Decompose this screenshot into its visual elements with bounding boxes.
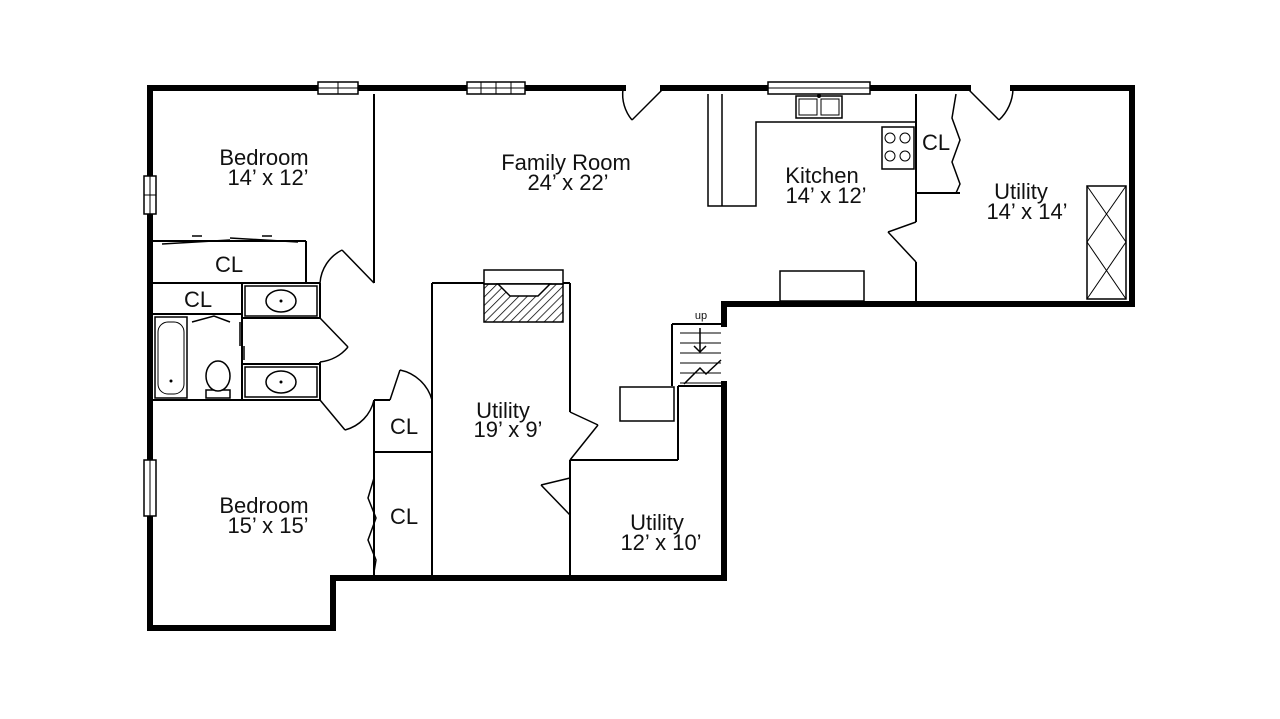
kitchen-counter (707, 94, 916, 207)
closet-bedroom-bottom-label: CL (390, 504, 418, 529)
kitchen-size: 14’ x 12’ (785, 183, 866, 208)
stairs-label: up (695, 310, 707, 322)
fireplace (483, 269, 564, 323)
utility-small-name: Utility (630, 510, 684, 535)
window-left-top (143, 175, 157, 215)
utility-right-size: 14’ x 14’ (986, 199, 1067, 224)
bifold-door-kitchen-closet (951, 93, 961, 194)
closet-bedroom-top-label: CL (215, 252, 243, 277)
family-room-name: Family Room (501, 150, 631, 175)
stairs (680, 328, 722, 385)
vanity-sink-bottom (244, 366, 318, 398)
window-top-left (317, 81, 359, 95)
window-left-bottom (143, 459, 157, 517)
kitchen-name: Kitchen (785, 163, 858, 188)
bathtub (154, 315, 231, 399)
kitchen-sink (795, 94, 843, 119)
door-bedroom-top (319, 249, 375, 284)
closet-kitchen-label: CL (922, 130, 950, 155)
interior-walls (153, 94, 960, 575)
door-utility-small (540, 477, 571, 516)
door-family-exterior (621, 88, 664, 121)
vanity-sink-top (244, 285, 318, 317)
exterior-walls (147, 85, 1135, 631)
door-bath (319, 317, 349, 363)
bedroom-bottom-name: Bedroom (219, 493, 308, 518)
family-room-size: 24’ x 22’ (527, 170, 608, 195)
window-top-family (466, 81, 526, 95)
door-bedroom-bottom (319, 399, 375, 431)
utility-center-name: Utility (476, 398, 530, 423)
toilet (205, 360, 231, 399)
utility-center-size: 19’ x 9’ (474, 417, 543, 442)
bedroom-top-size: 14’ x 12’ (227, 165, 308, 190)
stove (881, 126, 915, 170)
window-top-kitchen (767, 81, 871, 95)
bifold-door-bedroom-bottom-closet (367, 477, 377, 573)
closet-bath-label: CL (184, 287, 212, 312)
door-utility-center (569, 411, 599, 461)
bath-partition (239, 322, 245, 360)
utility-small-size: 12’ x 10’ (620, 530, 701, 555)
door-utility-exterior (967, 88, 1014, 121)
utility-right-name: Utility (994, 179, 1048, 204)
utility-appliance (619, 386, 675, 422)
door-hall-closet (389, 369, 433, 401)
bedroom-top-name: Bedroom (219, 145, 308, 170)
closet-hall-label: CL (390, 414, 418, 439)
sliding-door-bedroom-top-closet (161, 235, 299, 245)
kitchen-appliance (779, 270, 865, 302)
bedroom-bottom-size: 15’ x 15’ (227, 513, 308, 538)
door-kitchen-utility (887, 221, 917, 263)
utility-cabinet (1086, 185, 1127, 300)
